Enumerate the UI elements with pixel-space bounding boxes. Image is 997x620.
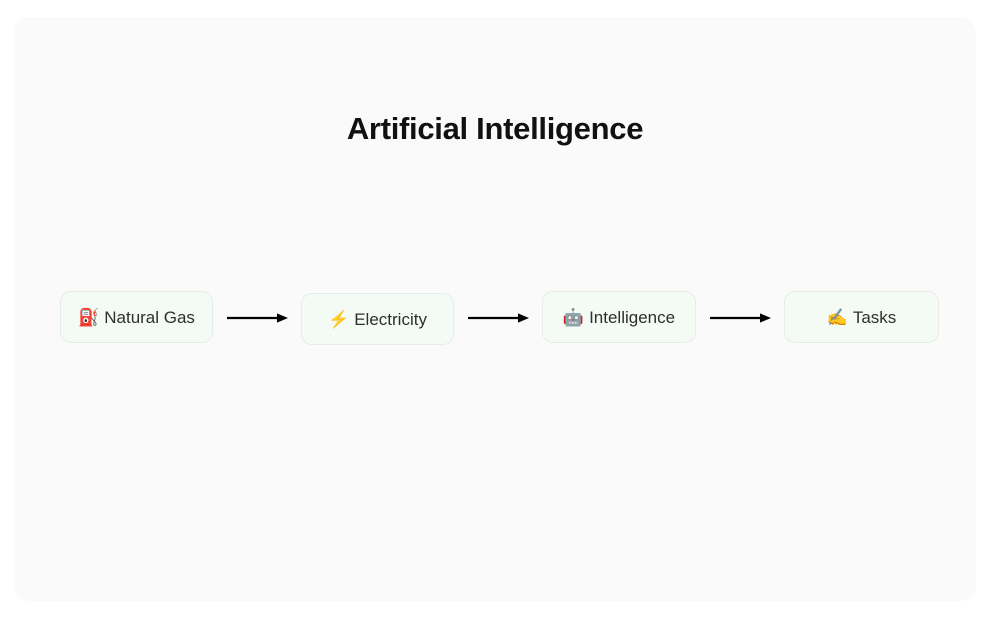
flow-node-natural-gas[interactable]: ⛽ Natural Gas [60, 291, 213, 343]
diagram-canvas: Artificial Intelligence ⛽ Natural Gas ⚡ … [14, 17, 976, 601]
flow-diagram: ⛽ Natural Gas ⚡ Electricity [60, 283, 944, 353]
flow-node-label: Natural Gas [104, 307, 195, 327]
writing-hand-icon: ✍️ [826, 307, 848, 327]
flow-arrow-1 [227, 311, 289, 325]
page-title: Artificial Intelligence [346, 111, 644, 146]
flow-arrow-2 [468, 311, 530, 325]
flow-node-label: Electricity [354, 309, 427, 329]
flow-node-label: Tasks [852, 307, 897, 327]
flow-node-electricity[interactable]: ⚡ Electricity [301, 293, 454, 345]
flow-node-intelligence[interactable]: 🤖 Intelligence [542, 291, 696, 343]
flow-node-label: Intelligence [589, 307, 676, 327]
flow-node-tasks[interactable]: ✍️ Tasks [784, 291, 939, 343]
flow-arrow-3 [710, 311, 772, 325]
robot-icon: 🤖 [562, 307, 585, 327]
high-voltage-icon: ⚡ [328, 309, 350, 329]
fuel-pump-icon: ⛽ [78, 307, 100, 327]
